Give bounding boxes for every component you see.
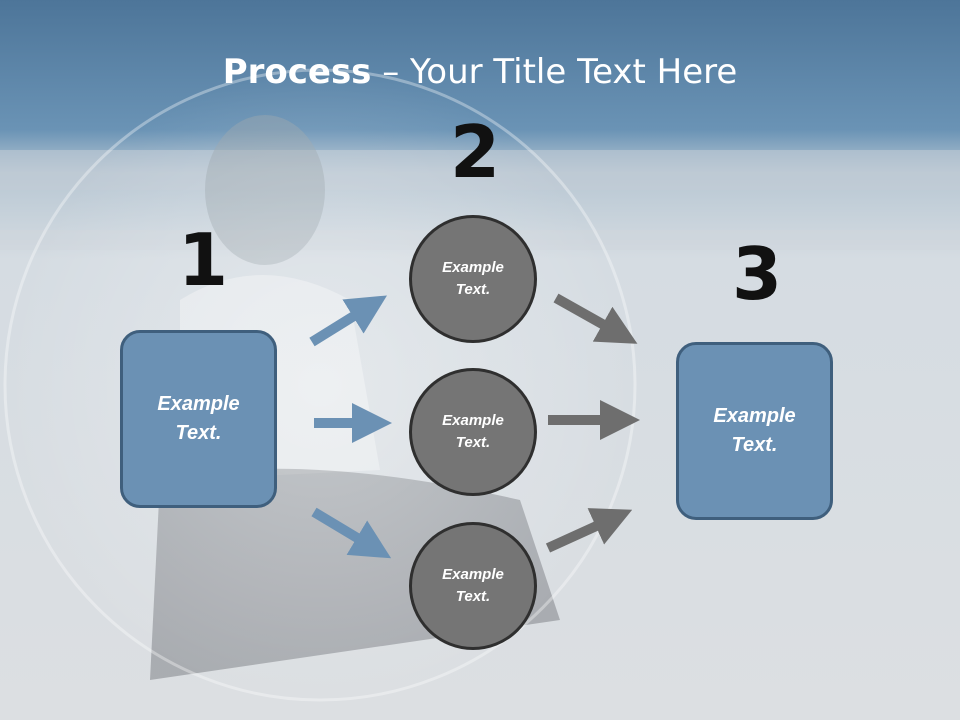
circle-top-line2: Text.	[455, 281, 491, 298]
end-box-line1: Example	[713, 405, 796, 427]
start-box-line1: Example	[157, 393, 240, 415]
circle-bottom-line2: Text.	[455, 588, 491, 605]
circle-bottom-line1: Example	[442, 565, 504, 583]
step-number-2: 2	[450, 110, 501, 194]
title-rest: – Your Title Text Here	[371, 52, 738, 92]
end-box-line2: Text.	[731, 434, 778, 456]
title-bold: Process	[222, 52, 372, 92]
slide-title: Process – Your Title Text Here	[0, 52, 960, 92]
circle-middle-line2: Text.	[455, 434, 491, 451]
start-box-line2: Text.	[175, 422, 222, 444]
step-number-3: 3	[732, 232, 783, 316]
circle-top-line1: Example	[442, 258, 504, 276]
circle-middle-line1: Example	[442, 411, 504, 429]
step-number-1: 1	[178, 218, 229, 302]
